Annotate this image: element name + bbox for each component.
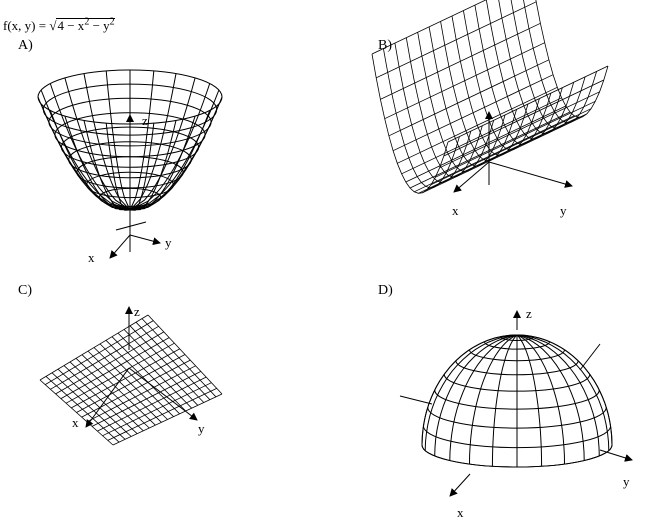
question-formula: f(x, y) = √4 − x2 − y2: [3, 16, 115, 34]
option-d-label[interactable]: D): [378, 283, 393, 298]
option-c-x-label: x: [72, 415, 79, 430]
option-c-axes: [85, 306, 198, 428]
option-b-x-label: x: [452, 203, 459, 218]
exponent-1: 2: [84, 16, 90, 28]
sqrt-symbol: √: [49, 18, 57, 33]
option-b-figure[interactable]: [371, 0, 609, 194]
option-a-figure[interactable]: [37, 69, 223, 211]
radicand: 4 − x2 − y2: [56, 16, 115, 33]
option-a-y-label: y: [165, 235, 172, 250]
option-a-x-label: x: [88, 250, 95, 265]
option-d-figure[interactable]: [421, 334, 613, 468]
function-lhs: f(x, y) =: [3, 18, 50, 33]
option-c-y-label: y: [198, 421, 205, 436]
option-c-z-label: z: [134, 304, 140, 319]
radicand-b: − y: [89, 18, 110, 33]
option-b-y-label: y: [560, 203, 567, 218]
option-b-axes: [453, 111, 573, 193]
option-d-x-label: x: [457, 505, 464, 520]
option-a-z-label: z: [142, 113, 148, 128]
option-c-label[interactable]: C): [18, 283, 32, 298]
radicand-a: 4 − x: [57, 18, 85, 33]
option-d-axes: [399, 310, 633, 497]
exponent-2: 2: [109, 16, 115, 28]
option-c-figure[interactable]: [39, 314, 223, 446]
option-d-z-label: z: [526, 306, 532, 321]
option-a-label[interactable]: A): [18, 38, 33, 53]
option-d-y-label: y: [623, 474, 630, 489]
option-a-axes: [109, 114, 161, 259]
